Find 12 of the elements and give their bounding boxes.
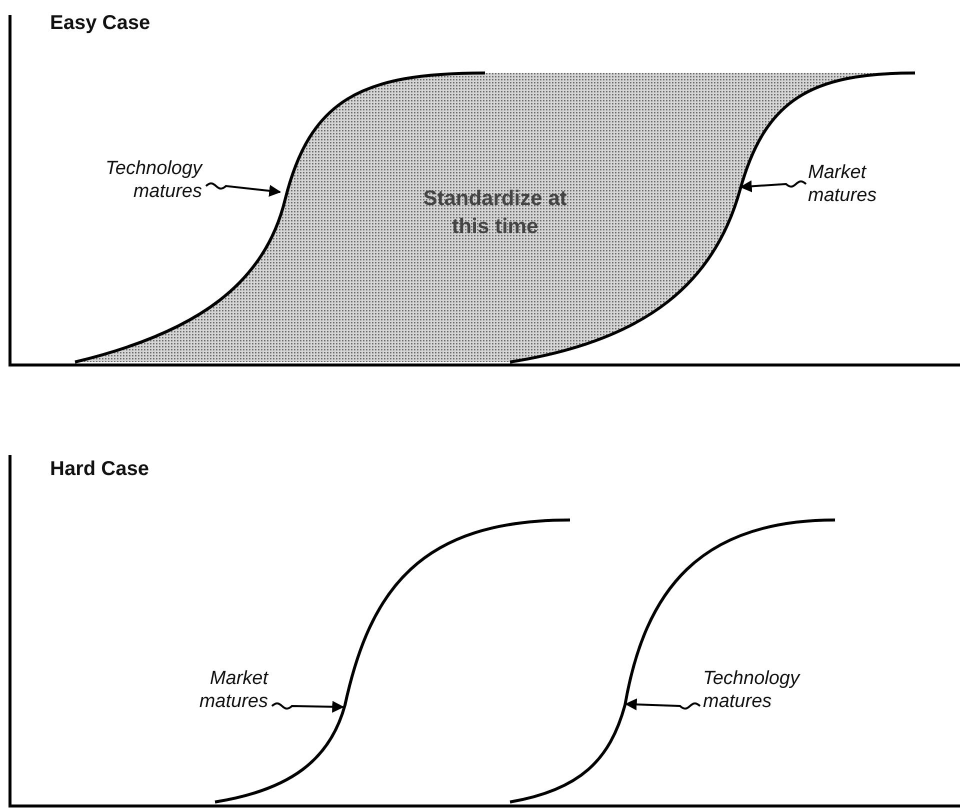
region-label: Standardize at this time (422, 186, 568, 240)
panel-title: Hard Case (50, 458, 149, 481)
leader-arrow (205, 182, 282, 197)
panel-title: Easy Case (50, 12, 150, 35)
leader-arrow (740, 180, 807, 192)
curve-label: Market matures (808, 161, 908, 207)
curve-label: Technology matures (78, 157, 202, 203)
leader-arrow (271, 700, 344, 713)
s-curve (510, 518, 836, 804)
leader-arrow (624, 698, 701, 710)
curve-label: Market matures (172, 667, 268, 713)
curve-label: Technology matures (703, 667, 833, 713)
